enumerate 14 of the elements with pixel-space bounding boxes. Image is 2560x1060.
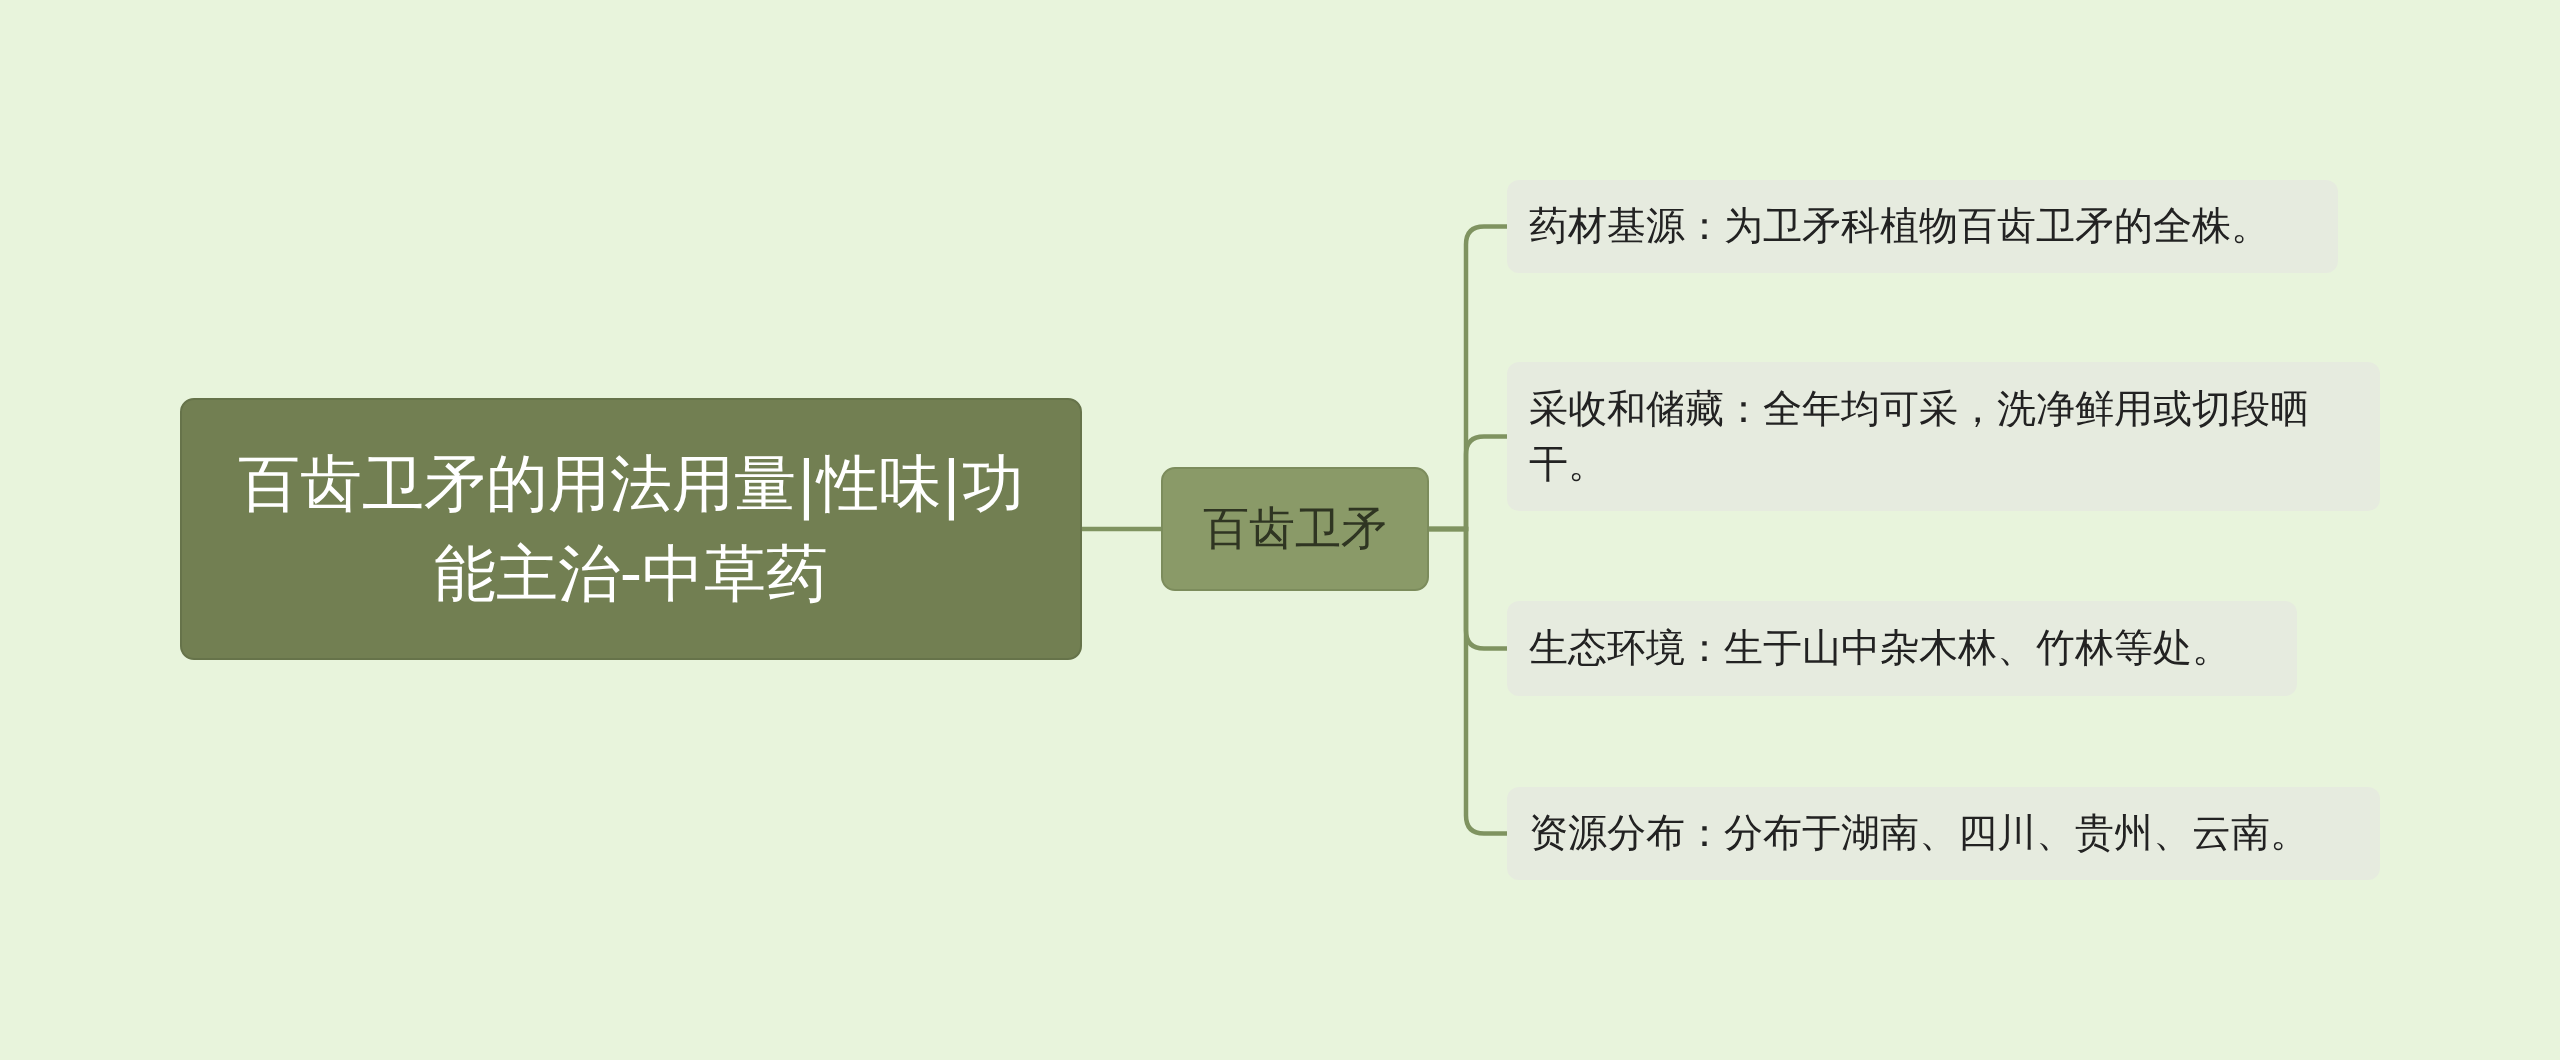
node-text: 百齿卫矛的用法用量|性味|功能主治-中草药 (238, 446, 1024, 612)
topic-box (180, 398, 1082, 660)
node-text: 采收和储藏：全年均可采，洗净鲜用或切段晒干。 (1529, 384, 2310, 488)
leaf-box (1507, 362, 2380, 511)
leaf-box (1507, 180, 2338, 273)
node-text: 药材基源：为卫矛科植物百齿卫矛的全株。 (1529, 202, 2270, 251)
leaf-box (1507, 787, 2380, 880)
node-text: 百齿卫矛 (1203, 500, 1387, 557)
connector-line (1429, 526, 1507, 836)
leaf-box (1507, 601, 2297, 696)
node-text: 生态环境：生于山中杂木林、竹林等处。 (1529, 624, 2231, 673)
node-text: 资源分布：分布于湖南、四川、贵州、云南。 (1529, 809, 2309, 858)
branch-box (1161, 467, 1429, 591)
connector-line (1082, 526, 1161, 532)
